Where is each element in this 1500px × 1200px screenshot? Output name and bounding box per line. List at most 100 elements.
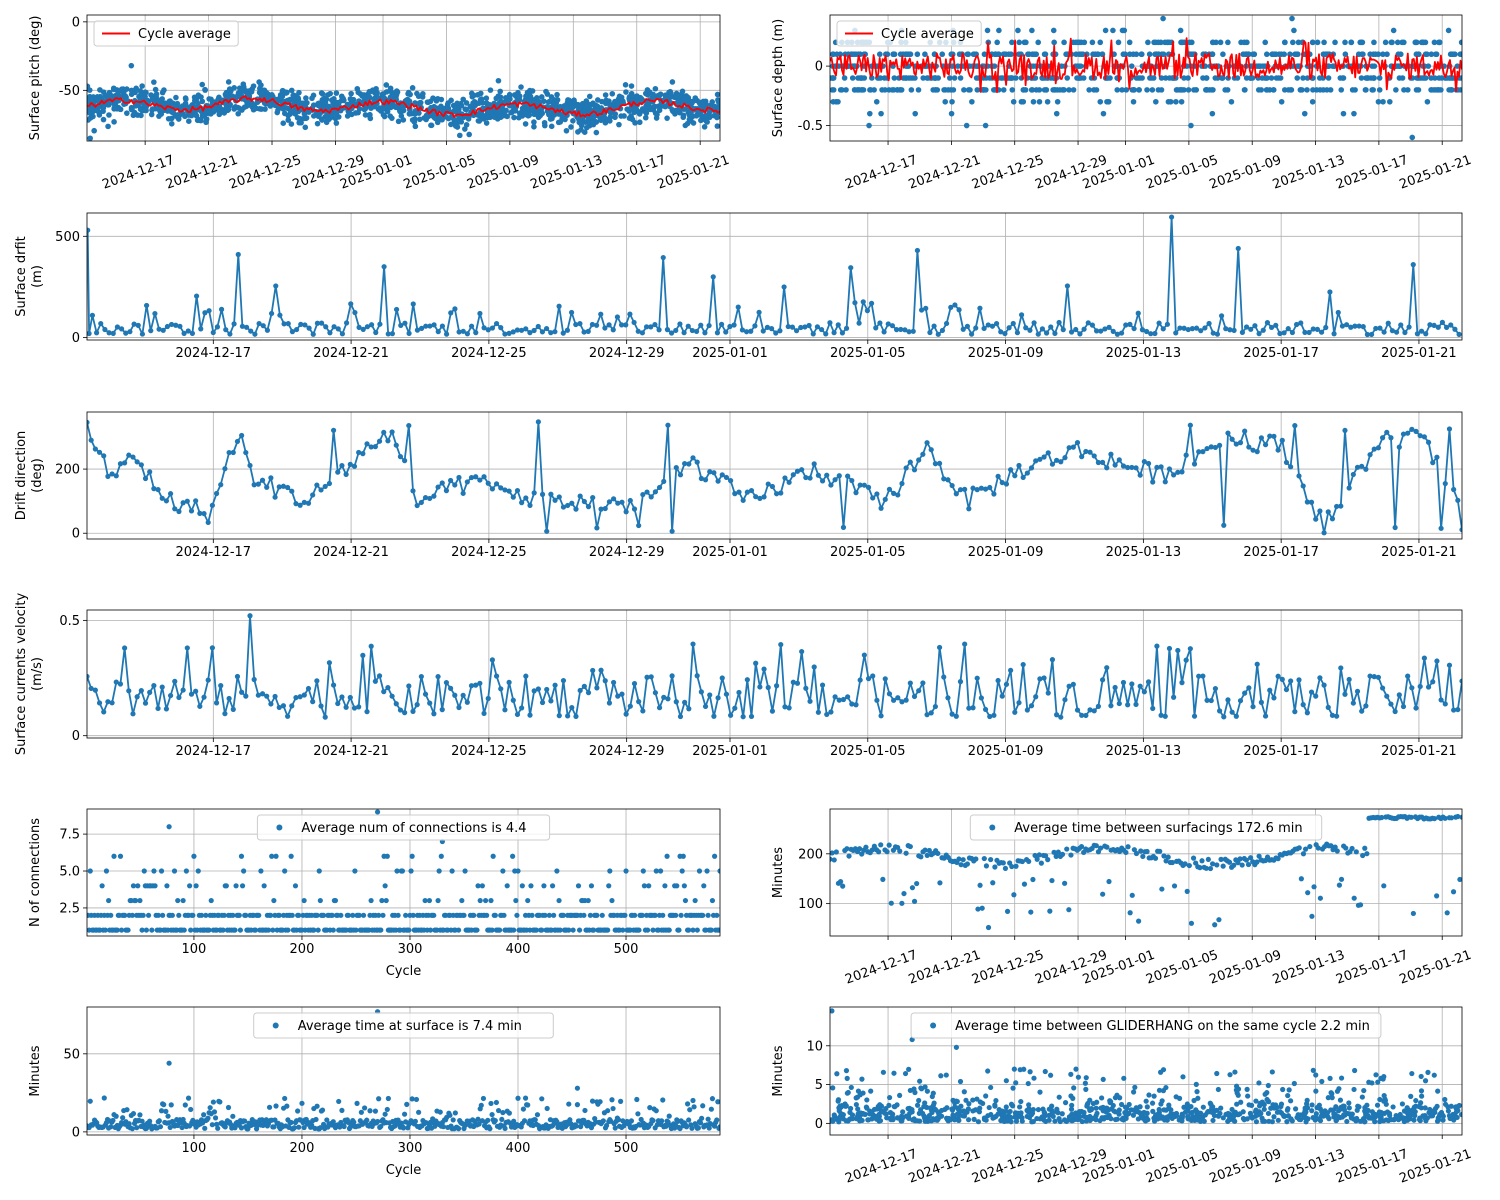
data-point: [360, 451, 366, 457]
x-tick-label: 200: [290, 1141, 315, 1156]
data-point: [1430, 679, 1436, 685]
data-point: [439, 116, 445, 123]
data-point: [1154, 643, 1160, 649]
data-point: [652, 912, 658, 918]
data-point: [727, 323, 733, 330]
data-point: [1273, 322, 1279, 328]
data-point: [516, 93, 523, 100]
data-point: [1362, 845, 1368, 851]
data-point: [183, 96, 189, 103]
data-point: [90, 94, 97, 100]
data-point: [1270, 51, 1276, 58]
data-point: [886, 691, 893, 697]
data-point: [167, 98, 173, 105]
data-point: [1379, 685, 1386, 691]
data-point: [208, 96, 214, 103]
data-point: [99, 883, 105, 889]
data-point: [1045, 690, 1051, 696]
data-point: [1359, 39, 1366, 46]
data-point: [1059, 851, 1066, 857]
data-point: [1102, 326, 1108, 332]
data-point: [1295, 39, 1302, 46]
data-point: [1367, 673, 1373, 679]
data-point: [176, 508, 182, 515]
data-point: [514, 487, 521, 494]
data-point: [87, 135, 93, 141]
data-point: [907, 459, 913, 465]
data-point: [1338, 503, 1344, 509]
data-point: [1115, 39, 1122, 46]
data-point: [101, 1095, 107, 1101]
data-point: [1301, 110, 1308, 117]
data-point: [471, 912, 477, 918]
data-point: [96, 700, 103, 706]
data-point: [669, 673, 675, 679]
x-tick-label: 2024-12-17: [843, 948, 919, 988]
data-point: [706, 322, 712, 329]
data-point: [1083, 448, 1089, 455]
data-point: [1276, 51, 1282, 58]
data-point: [1095, 459, 1101, 466]
data-point: [602, 92, 609, 98]
data-point: [354, 1100, 360, 1106]
data-point: [448, 477, 454, 484]
data-point: [1431, 322, 1437, 328]
data-point: [1334, 713, 1340, 719]
data-point: [1168, 214, 1175, 220]
data-point: [406, 422, 412, 429]
data-point: [891, 697, 897, 703]
y-tick-label: 100: [798, 897, 823, 912]
data-point: [309, 95, 315, 102]
data-point: [1015, 27, 1021, 34]
data-point: [1244, 39, 1250, 46]
data-point: [364, 441, 370, 447]
data-point: [1129, 681, 1135, 687]
data-point: [459, 897, 465, 904]
data-point: [1043, 87, 1050, 93]
data-point: [117, 853, 124, 859]
data-point: [1120, 679, 1127, 686]
data-point: [488, 1100, 494, 1107]
data-point: [439, 480, 445, 486]
data-point: [640, 491, 646, 498]
data-point: [884, 849, 890, 855]
data-point: [355, 89, 362, 96]
data-point: [1120, 463, 1127, 469]
data-point: [1458, 39, 1462, 46]
data-point: [476, 1121, 482, 1127]
data-point: [835, 98, 841, 105]
data-point: [987, 484, 993, 491]
data-point: [824, 472, 830, 478]
data-point: [918, 854, 924, 860]
data-point: [1079, 712, 1085, 718]
data-point: [1321, 530, 1327, 536]
data-point: [581, 329, 587, 335]
data-point: [259, 477, 266, 483]
data-point: [412, 110, 419, 117]
data-point: [1329, 516, 1336, 522]
data-point: [523, 326, 529, 332]
data-point: [531, 119, 537, 125]
data-point: [903, 850, 909, 856]
data-point: [103, 868, 110, 874]
data-point: [484, 113, 490, 120]
data-point: [978, 695, 984, 701]
data-point: [1296, 473, 1302, 479]
data-point: [964, 861, 970, 867]
data-point: [962, 641, 968, 647]
data-point: [1023, 39, 1029, 46]
data-point: [1129, 464, 1135, 471]
data-point: [1150, 479, 1156, 485]
data-point: [142, 700, 149, 706]
x-tick-label: 2025-01-05: [830, 744, 906, 759]
data-point: [928, 710, 934, 716]
data-point: [473, 474, 479, 480]
data-point: [1001, 51, 1007, 58]
data-point: [1384, 429, 1390, 435]
data-point: [172, 678, 178, 684]
currents-frame: [86, 609, 1463, 739]
data-point: [566, 927, 572, 933]
legend-box: [256, 814, 551, 841]
data-point: [360, 652, 366, 658]
data-point: [372, 678, 378, 684]
